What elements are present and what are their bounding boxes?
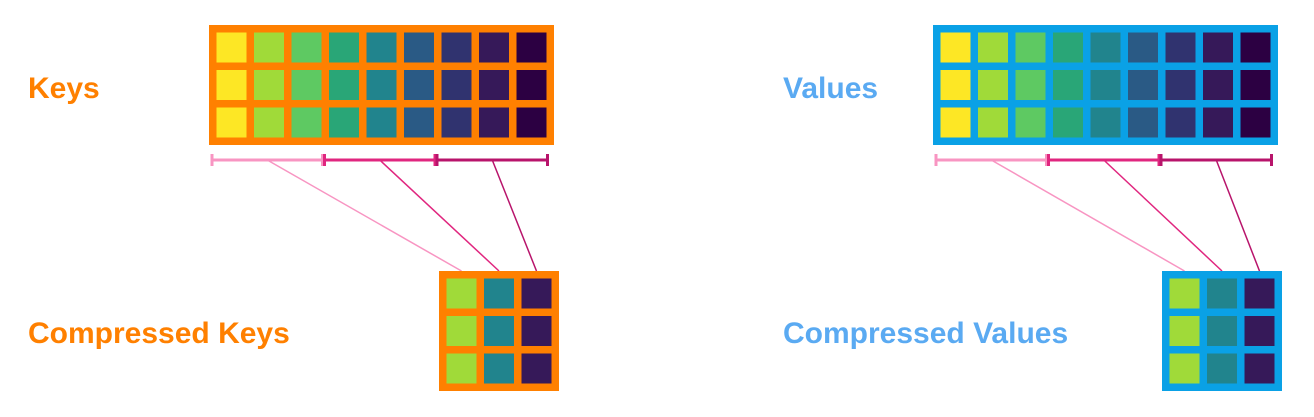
compressed-keys-cell xyxy=(446,316,477,346)
keys-matrix-cell xyxy=(254,32,284,63)
values-matrix-cell xyxy=(1128,107,1158,138)
compressed-keys-label: Compressed Keys xyxy=(28,317,290,350)
keys-matrix-cell xyxy=(329,70,359,100)
compressed-keys-cell xyxy=(521,278,552,309)
values-connector-lines xyxy=(990,159,1261,272)
compressed-values-cell xyxy=(1207,278,1237,309)
keys-matrix xyxy=(209,25,554,145)
keys-label: Keys xyxy=(28,72,100,105)
values-matrix-cell xyxy=(1128,70,1158,100)
values-matrix-cell xyxy=(1053,32,1083,63)
keys-matrix-cell xyxy=(254,107,284,138)
keys-matrix-cell xyxy=(441,107,472,138)
values-matrix-cell xyxy=(1203,107,1233,138)
compressed-keys-cell xyxy=(521,353,552,384)
keys-connector-line xyxy=(379,159,500,272)
keys-matrix-cell xyxy=(216,107,247,138)
values-matrix-cell xyxy=(940,70,971,100)
values-matrix-cell xyxy=(1015,32,1046,63)
values-matrix-cell xyxy=(978,32,1008,63)
values-matrix-cell xyxy=(1165,32,1196,63)
keys-matrix-cell xyxy=(291,107,322,138)
values-matrix-cell xyxy=(1015,70,1046,100)
values-matrix-cell xyxy=(1053,107,1083,138)
compressed-values-cell xyxy=(1207,316,1237,346)
values-connector-line xyxy=(1215,159,1261,272)
compressed-values-cell xyxy=(1207,353,1237,384)
compressed-keys-cell xyxy=(521,316,552,346)
compressed-values-cell xyxy=(1169,316,1200,346)
keys-matrix-cell xyxy=(441,70,472,100)
keys-matrix-cell xyxy=(516,107,547,138)
keys-matrix-cell xyxy=(479,107,509,138)
values-matrix-cell xyxy=(978,107,1008,138)
keys-matrix-cell xyxy=(404,70,434,100)
keys-matrix-cell xyxy=(216,70,247,100)
values-matrix-cell xyxy=(1090,107,1121,138)
values-label: Values xyxy=(783,72,879,105)
keys-connector-line xyxy=(491,159,538,272)
keys-matrix-cell xyxy=(516,32,547,63)
compressed-values-label: Compressed Values xyxy=(783,317,1069,350)
values-connector-line xyxy=(1103,159,1223,272)
compressed-keys-matrix xyxy=(439,271,559,391)
compressed-values-cell xyxy=(1244,353,1275,384)
values-matrix-cell xyxy=(978,70,1008,100)
keys-matrix-cell xyxy=(366,107,397,138)
values-matrix-cell xyxy=(1240,70,1271,100)
compressed-values-cell xyxy=(1169,353,1200,384)
compressed-values-cell xyxy=(1244,278,1275,309)
keys-connector-line xyxy=(266,159,462,272)
compressed-keys-cell xyxy=(446,353,477,384)
keys-matrix-cell xyxy=(329,32,359,63)
keys-matrix-cell xyxy=(479,32,509,63)
keys-matrix-cell xyxy=(479,70,509,100)
compressed-keys-cell xyxy=(446,278,477,309)
keys-matrix-cell xyxy=(254,70,284,100)
values-matrix-cell xyxy=(1128,32,1158,63)
values-matrix-cell xyxy=(1053,70,1083,100)
values-matrix-cell xyxy=(1240,107,1271,138)
keys-connector-lines xyxy=(266,159,538,272)
compressed-keys-cell xyxy=(484,353,514,384)
keys-matrix-cell xyxy=(291,32,322,63)
keys-matrix-cell xyxy=(291,70,322,100)
values-matrix-cell xyxy=(1015,107,1046,138)
values-matrix-cell xyxy=(1090,70,1121,100)
values-matrix xyxy=(933,25,1278,145)
compressed-values-matrix xyxy=(1162,271,1282,391)
values-connector-line xyxy=(990,159,1185,272)
values-matrix-cell xyxy=(1090,32,1121,63)
values-matrix-cell xyxy=(1165,107,1196,138)
values-matrix-cell xyxy=(940,32,971,63)
keys-matrix-cell xyxy=(441,32,472,63)
compressed-keys-cell xyxy=(484,278,514,309)
compressed-values-cell xyxy=(1169,278,1200,309)
values-matrix-cell xyxy=(1203,70,1233,100)
values-matrix-cell xyxy=(1165,70,1196,100)
keys-matrix-cell xyxy=(329,107,359,138)
keys-matrix-cell xyxy=(404,32,434,63)
keys-matrix-cell xyxy=(216,32,247,63)
keys-matrix-cell xyxy=(404,107,434,138)
keys-matrix-cell xyxy=(366,32,397,63)
values-matrix-cell xyxy=(1203,32,1233,63)
compressed-keys-cell xyxy=(484,316,514,346)
keys-matrix-cell xyxy=(516,70,547,100)
values-matrix-cell xyxy=(940,107,971,138)
keys-matrix-cell xyxy=(366,70,397,100)
compressed-values-cell xyxy=(1244,316,1275,346)
values-matrix-cell xyxy=(1240,32,1271,63)
